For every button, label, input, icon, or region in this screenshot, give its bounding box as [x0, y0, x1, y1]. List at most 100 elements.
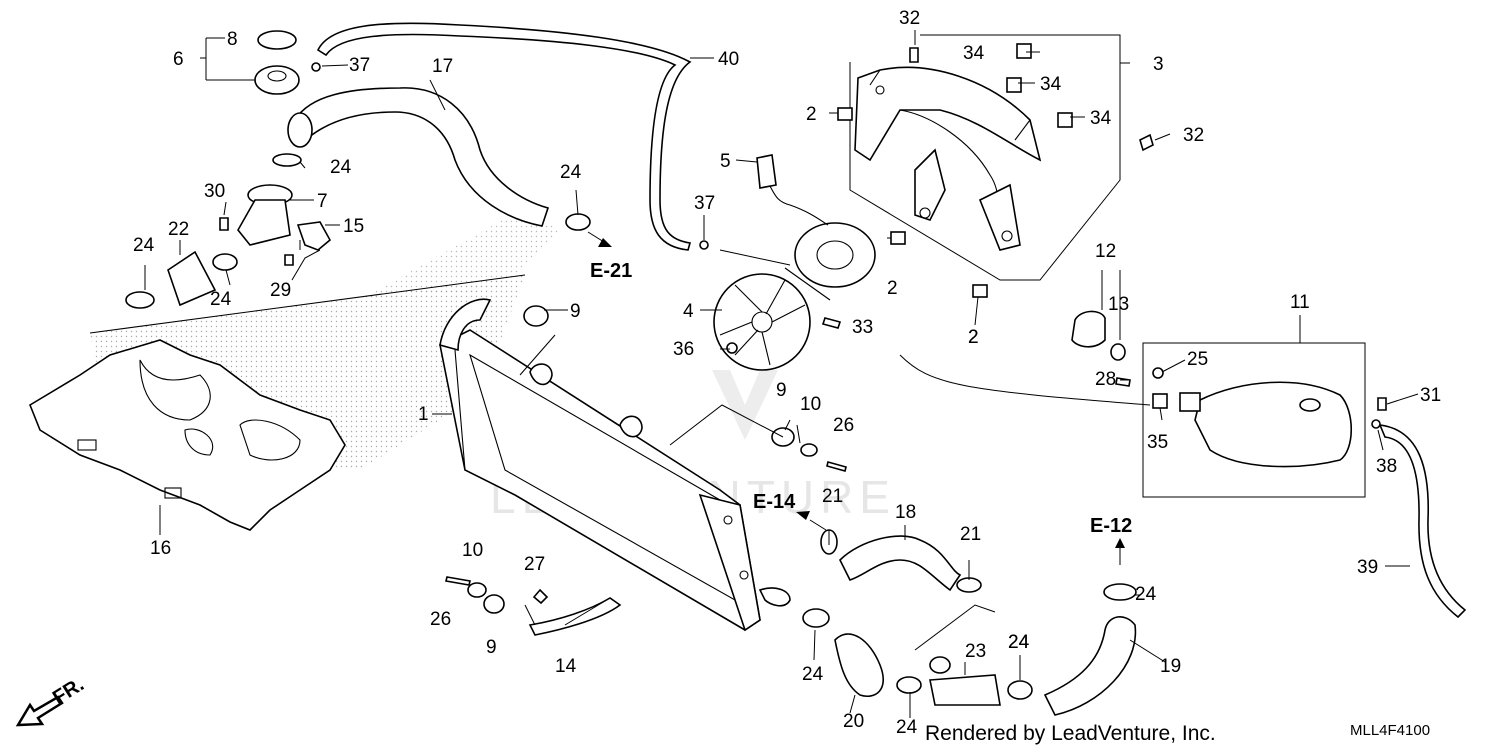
callout-14[interactable]: 14 [555, 656, 577, 677]
callout-9[interactable]: 9 [776, 380, 787, 401]
callout-34[interactable]: 34 [1090, 108, 1112, 129]
callout-32[interactable]: 32 [899, 8, 920, 29]
hose-clamp [125, 291, 155, 309]
callout-21[interactable]: 21 [822, 486, 843, 507]
callout-25[interactable]: 25 [1187, 349, 1208, 370]
hose-clamp [272, 153, 302, 167]
grommet [523, 305, 549, 327]
filler-neck [237, 184, 293, 246]
hose-19 [1043, 616, 1137, 716]
callout-2[interactable]: 2 [806, 104, 817, 125]
callout-34[interactable]: 34 [1040, 74, 1062, 95]
callout-24[interactable]: 24 [1135, 584, 1157, 605]
callout-2[interactable]: 2 [887, 278, 898, 299]
callout-2[interactable]: 2 [968, 327, 979, 348]
callout-40[interactable]: 40 [718, 49, 739, 70]
callout-2[interactable]: 2 [968, 327, 979, 348]
diagram-code: MLL4F4100 [1350, 722, 1430, 739]
washer-13 [1110, 343, 1126, 361]
callout-29[interactable]: 29 [270, 280, 291, 301]
callout-22[interactable]: 22 [168, 219, 189, 240]
connector-pipe [167, 250, 217, 307]
ref-e12[interactable]: E-12 [1090, 515, 1132, 537]
callout-28[interactable]: 28 [1095, 369, 1116, 390]
hose-clamp [1103, 583, 1137, 601]
radiator-shroud [29, 339, 346, 535]
hose-clamp [565, 213, 591, 231]
arrow-e12-icon [1115, 538, 1125, 548]
watermark-logo-icon [712, 370, 778, 440]
o-ring [257, 30, 297, 50]
callout-4[interactable]: 4 [683, 301, 694, 322]
callout-20[interactable]: 20 [843, 711, 864, 732]
callout-9[interactable]: 9 [570, 301, 581, 322]
overflow-hose [1378, 424, 1467, 619]
callout-34[interactable]: 34 [963, 43, 985, 64]
callout-24[interactable]: 24 [896, 717, 918, 738]
callout-19[interactable]: 19 [1160, 656, 1181, 677]
shroud-box [849, 34, 1121, 281]
callout-16[interactable]: 16 [150, 538, 171, 559]
callout-33[interactable]: 33 [852, 317, 873, 338]
fan [713, 273, 811, 371]
callout-8[interactable]: 8 [227, 29, 238, 50]
callout-26[interactable]: 26 [833, 415, 854, 436]
callout-36[interactable]: 36 [673, 339, 694, 360]
collar [467, 582, 487, 598]
leader-lines [89, 30, 1419, 718]
callout-26[interactable]: 26 [430, 609, 451, 630]
rendered-by-text: Rendered by LeadVenture, Inc. [925, 722, 1216, 745]
callout-31[interactable]: 31 [1420, 385, 1441, 406]
hose-clamp [212, 253, 238, 271]
callout-24[interactable]: 24 [802, 664, 824, 685]
callout-24[interactable]: 24 [1008, 632, 1030, 653]
callout-32[interactable]: 32 [1183, 125, 1204, 146]
callout-6[interactable]: 6 [173, 49, 184, 70]
callout-21[interactable]: 21 [960, 524, 981, 545]
arrow-e21-icon [598, 238, 612, 247]
callout-10[interactable]: 10 [462, 540, 483, 561]
callout-24[interactable]: 24 [210, 289, 232, 310]
callout-35[interactable]: 35 [1147, 432, 1168, 453]
callout-7[interactable]: 7 [317, 191, 328, 212]
callout-18[interactable]: 18 [895, 502, 916, 523]
hose-clamp [956, 577, 982, 593]
callout-39[interactable]: 39 [1357, 557, 1378, 578]
reference-arrows [587, 231, 1125, 565]
callout-11[interactable]: 11 [1290, 292, 1310, 313]
ref-e21[interactable]: E-21 [590, 260, 632, 282]
callout-37[interactable]: 37 [349, 55, 370, 76]
hose-clamp [1007, 680, 1033, 700]
hose-18 [839, 535, 962, 592]
radiator-cap [254, 65, 300, 95]
bolts [219, 43, 1387, 605]
ref-e14[interactable]: E-14 [753, 491, 796, 513]
callout-15[interactable]: 15 [343, 216, 364, 237]
fan-shroud [854, 66, 1042, 251]
callout-9[interactable]: 9 [486, 637, 497, 658]
fan-motor [784, 222, 876, 301]
callout-3[interactable]: 3 [1153, 54, 1164, 75]
upper-hose [294, 87, 550, 227]
callout-24[interactable]: 24 [330, 157, 352, 178]
callout-10[interactable]: 10 [800, 394, 821, 415]
callout-labels: 1222234567899910101112131415161718192021… [133, 8, 1441, 738]
callout-27[interactable]: 27 [524, 554, 545, 575]
callout-30[interactable]: 30 [204, 181, 225, 202]
callout-23[interactable]: 23 [965, 641, 986, 662]
bracket-15 [296, 221, 332, 251]
callout-17[interactable]: 17 [432, 56, 453, 77]
callout-24[interactable]: 24 [560, 162, 582, 183]
radiator [439, 298, 791, 632]
arrow-e14-icon [796, 511, 810, 520]
callout-12[interactable]: 12 [1095, 241, 1116, 262]
callout-38[interactable]: 38 [1376, 456, 1397, 477]
callout-5[interactable]: 5 [720, 151, 731, 172]
callout-37[interactable]: 37 [694, 193, 715, 214]
callout-1[interactable]: 1 [418, 404, 429, 425]
callout-24[interactable]: 24 [1008, 632, 1030, 653]
callout-13[interactable]: 13 [1108, 294, 1129, 315]
callout-24[interactable]: 24 [133, 235, 155, 256]
hose-20 [834, 633, 885, 697]
